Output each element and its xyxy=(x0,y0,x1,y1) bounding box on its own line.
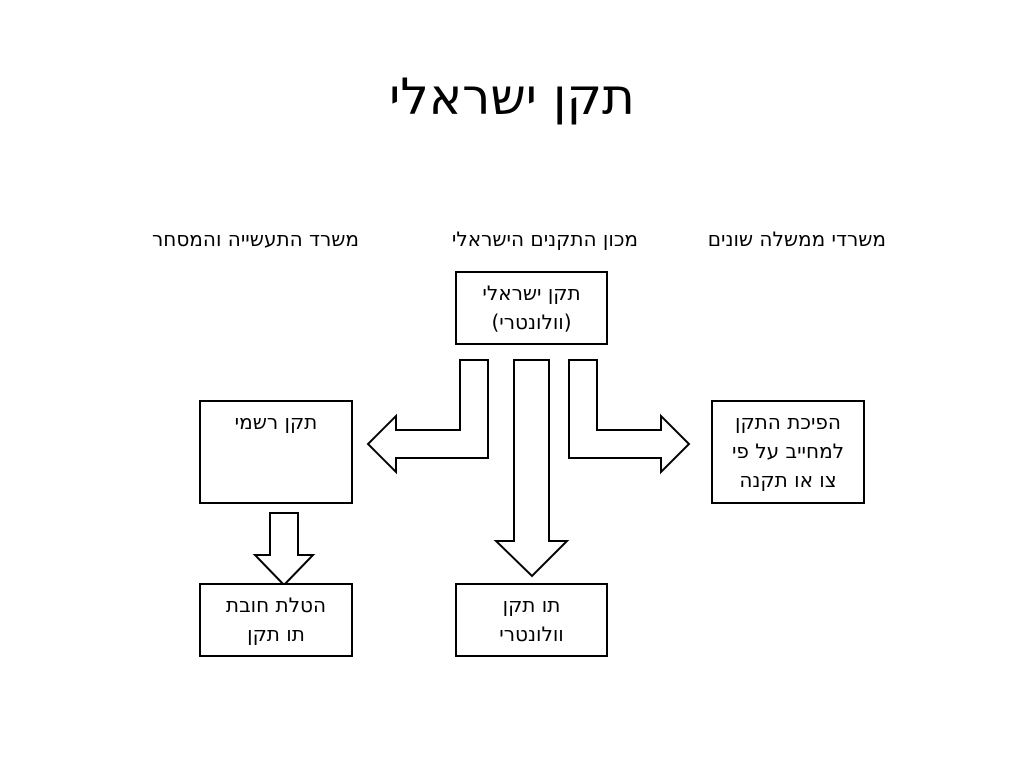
box-mandatory-by-order: הפיכת התקן למחייב על פי צו או תקנה xyxy=(711,400,865,504)
arrow-down-left-icon xyxy=(252,512,316,587)
slide-title: תקן ישראלי xyxy=(389,68,635,126)
box-line: צו או תקנה xyxy=(739,468,837,492)
arrow-left-bent-icon xyxy=(366,359,489,475)
box-line: (וולונטרי) xyxy=(491,310,572,334)
box-official-standard: תקן רשמי xyxy=(199,400,353,504)
box-line: תו תקן xyxy=(247,622,305,646)
box-line: הטלת חובת xyxy=(225,593,327,617)
box-line: וולונטרי xyxy=(499,622,564,646)
box-israeli-standard-voluntary: תקן ישראלי (וולונטרי) xyxy=(455,271,608,345)
arrow-right-bent-icon xyxy=(568,359,691,475)
arrow-down-center-icon xyxy=(493,359,570,578)
box-voluntary-mark: תו תקן וולונטרי xyxy=(455,583,608,657)
box-line: תקן ישראלי xyxy=(482,281,581,305)
box-line: הפיכת התקן xyxy=(735,410,841,434)
box-line: תקן רשמי xyxy=(234,410,318,434)
header-standards-institute: מכון התקנים הישראלי xyxy=(451,227,638,251)
box-mark-obligation: הטלת חובת תו תקן xyxy=(199,583,353,657)
header-government-ministries: משרדי ממשלה שונים xyxy=(707,227,886,251)
box-line: למחייב על פי xyxy=(731,439,845,463)
box-line: תו תקן xyxy=(502,593,561,617)
header-industry-ministry: משרד התעשייה והמסחר xyxy=(151,227,359,251)
